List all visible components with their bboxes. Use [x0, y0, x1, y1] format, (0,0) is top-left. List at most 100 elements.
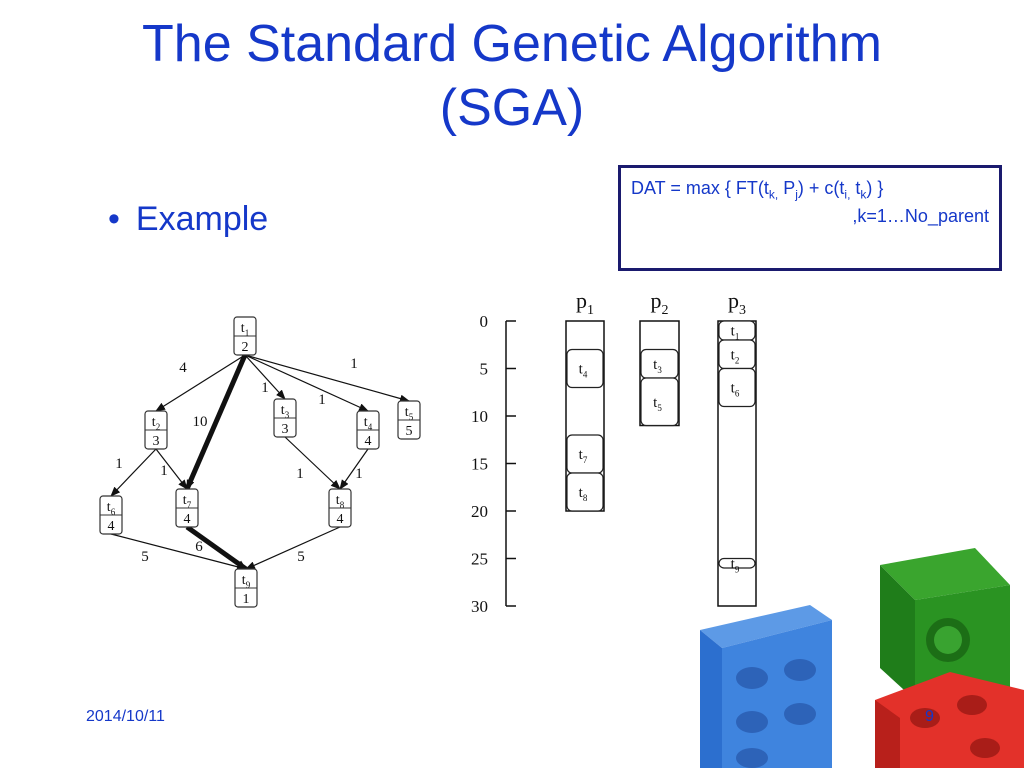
- node-t6: t64: [99, 495, 123, 535]
- processor-p1: p1 t4 t7 t8: [565, 288, 605, 512]
- edge-t8-t9: [245, 526, 341, 570]
- node-weight: 5: [406, 424, 413, 439]
- task-block-label: t2: [731, 347, 740, 365]
- scheduled-task-t9: t9: [718, 556, 756, 574]
- blue-block: [700, 605, 832, 768]
- title-line-2: (SGA): [439, 79, 585, 137]
- processor-p3: p3 t1 t2 t6 t9: [717, 288, 757, 607]
- edge-weight-label: 5: [141, 549, 149, 565]
- scheduled-task-t7: t7: [566, 434, 604, 474]
- task-block-label: t9: [731, 556, 740, 574]
- time-tick-label: 20: [471, 502, 488, 521]
- formula-line-1: DAT = max { FT(tk, Pj) + c(ti, tk) }: [631, 178, 883, 202]
- edge-t1-t4: [244, 354, 369, 412]
- task-block-label: t8: [579, 485, 588, 503]
- node-t3: t33: [273, 398, 297, 438]
- node-t8: t84: [328, 488, 352, 528]
- formula-part: t: [850, 178, 861, 198]
- node-weight: 4: [108, 519, 115, 534]
- edge-weight-label: 1: [115, 456, 123, 472]
- processor-p2: p2 t3 t5: [639, 288, 680, 427]
- red-block: [875, 672, 1024, 768]
- bullet-text: Example: [135, 200, 269, 238]
- scheduled-task-t3: t3: [640, 348, 679, 379]
- node-weight: 4: [337, 512, 344, 527]
- task-block: [566, 472, 604, 512]
- task-block: [718, 557, 756, 569]
- scheduled-task-t1: t1: [718, 320, 756, 342]
- edge-t2-t7: [155, 448, 188, 490]
- time-tick-label: 30: [471, 597, 488, 616]
- scheduled-task-t8: t8: [566, 472, 604, 512]
- time-tick-label: 10: [471, 407, 488, 426]
- edge-weight-label: 6: [195, 539, 203, 555]
- task-block: [640, 377, 679, 427]
- task-block: [566, 348, 604, 389]
- edge-t4-t8: [339, 448, 369, 490]
- bullet-dot-icon: •: [108, 200, 120, 238]
- task-block: [718, 367, 756, 408]
- task-block-label: t4: [579, 362, 588, 380]
- edge-weight-label: 1: [261, 380, 269, 396]
- edge-weight-label: 4: [179, 360, 187, 376]
- processor-label: p1: [576, 288, 594, 318]
- task-block-label: t3: [653, 357, 662, 375]
- node-t5: t55: [397, 400, 421, 440]
- formula-line-2: ,k=1…No_parent: [852, 206, 989, 226]
- bullet-item: • Example: [108, 200, 268, 239]
- node-label: t1: [241, 321, 249, 338]
- time-tick-label: 0: [480, 312, 489, 331]
- node-weight: 1: [243, 592, 250, 607]
- node-label: t8: [336, 493, 345, 510]
- node-weight: 4: [365, 434, 372, 449]
- formula-box: DAT = max { FT(tk, Pj) + c(ti, tk) } ,k=…: [618, 165, 1002, 271]
- green-block: [880, 548, 1010, 700]
- task-block-label: t6: [731, 381, 740, 399]
- node-label: t9: [242, 573, 251, 590]
- time-tick-label: 15: [471, 455, 488, 474]
- edge-t1-t7: [184, 354, 248, 490]
- node-label: t3: [281, 403, 290, 420]
- edge-weight-label: 1: [160, 463, 168, 479]
- edge-t2-t6: [110, 448, 157, 497]
- node-weight: 3: [282, 422, 289, 437]
- processor-label: p3: [728, 288, 746, 318]
- formula-sub: k,: [768, 187, 779, 202]
- task-block-label: t1: [731, 324, 740, 342]
- scheduled-task-t4: t4: [566, 348, 604, 389]
- node-weight: 4: [184, 512, 191, 527]
- edge-t6-t9: [110, 533, 247, 571]
- node-weight: 3: [153, 434, 160, 449]
- formula-part: ) }: [866, 178, 884, 198]
- edge-weight-label: 1: [350, 356, 358, 372]
- node-label: t5: [405, 405, 414, 422]
- task-block-label: t7: [579, 447, 588, 465]
- node-label: t2: [152, 415, 160, 432]
- formula-sub: j: [795, 187, 798, 202]
- formula-sub: k: [860, 187, 867, 202]
- edge-t7-t9: [185, 524, 248, 572]
- node-t9: t91: [234, 568, 258, 608]
- node-label: t4: [364, 415, 373, 432]
- time-tick-label: 5: [480, 360, 489, 379]
- edge-weight-label: 5: [297, 549, 305, 565]
- formula-sub: i,: [844, 187, 851, 202]
- node-t7: t74: [175, 488, 199, 528]
- node-label: t7: [183, 493, 192, 510]
- edge-weight-label: 1: [296, 466, 304, 482]
- page-number: 9: [925, 708, 934, 725]
- time-tick-label: 25: [471, 550, 488, 569]
- title-line-1: The Standard Genetic Algorithm: [142, 15, 882, 73]
- processor-label: p2: [651, 288, 669, 318]
- edge-weight-label: 1: [318, 392, 326, 408]
- slide-title: The Standard Genetic Algorithm (SGA): [0, 12, 1024, 140]
- node-label: t6: [107, 500, 116, 517]
- edge-t3-t8: [284, 436, 341, 490]
- scheduled-task-t5: t5: [640, 377, 679, 427]
- edge-weight-label: 10: [193, 414, 208, 430]
- formula-part: ) + c(t: [797, 178, 845, 198]
- node-t1: t12: [233, 316, 257, 356]
